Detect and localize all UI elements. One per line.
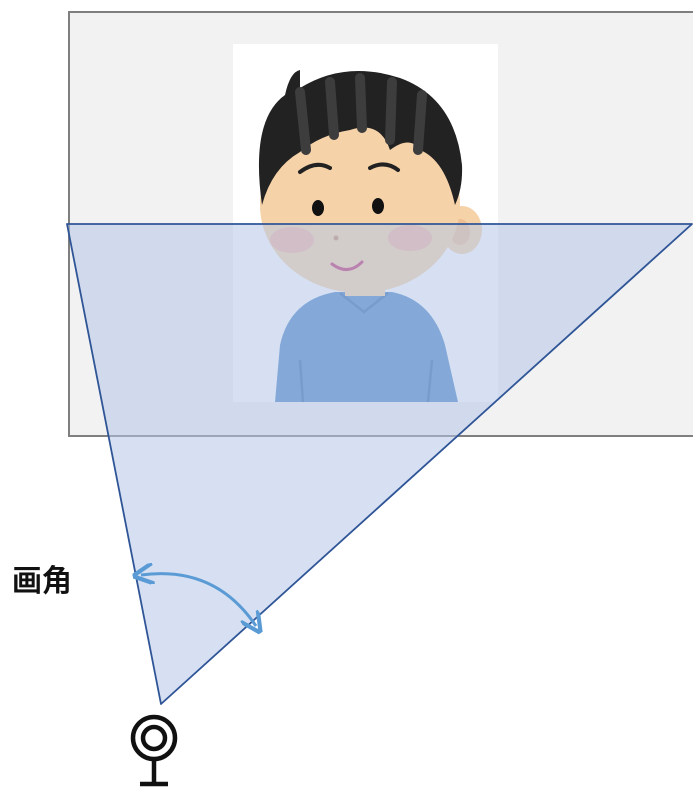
angle-arc-arrow [141,574,256,626]
camera-icon [130,714,178,787]
view-angle-label: 画角 [12,564,72,599]
view-cone [66,223,693,705]
